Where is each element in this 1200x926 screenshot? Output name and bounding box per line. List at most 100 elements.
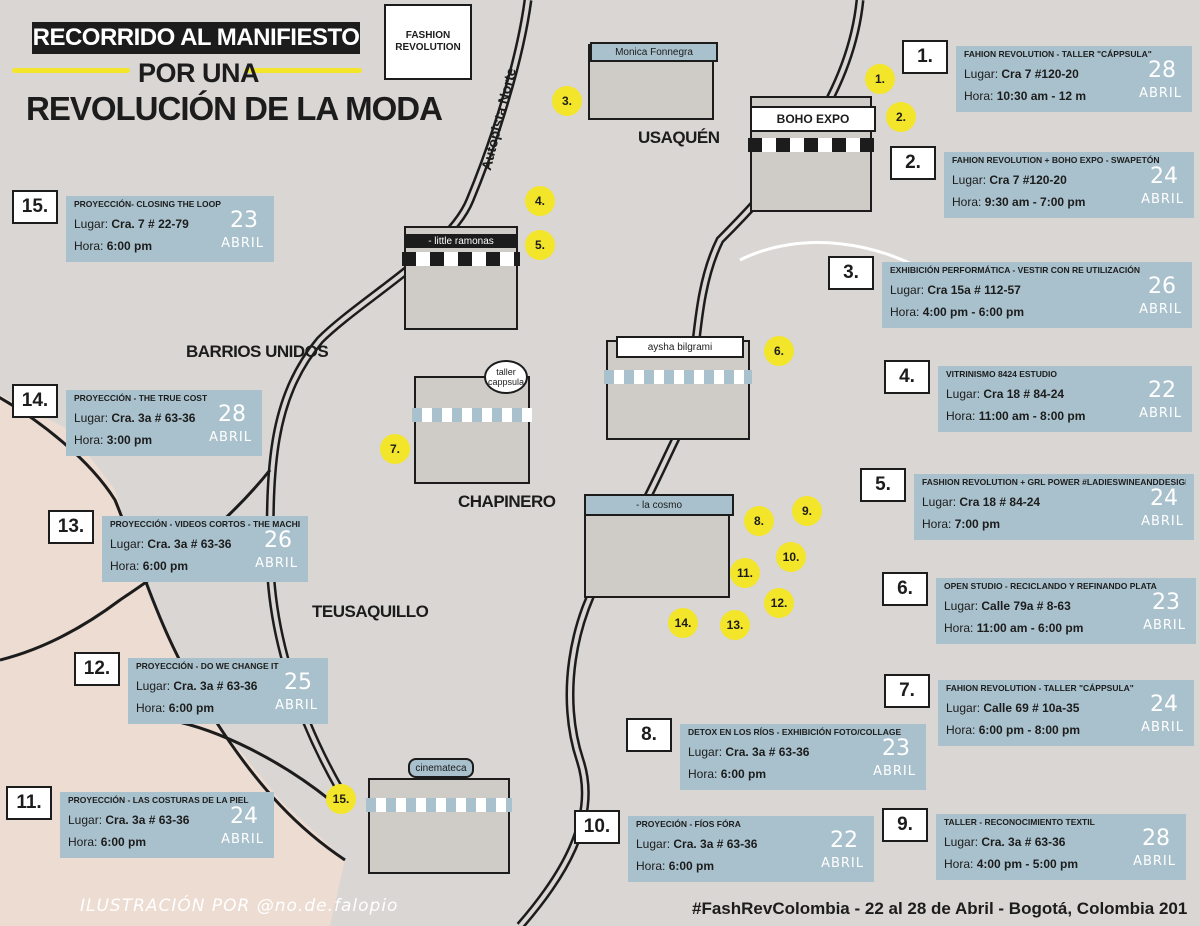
event-month: ABRIL <box>255 556 298 571</box>
district-usaquen: USAQUÉN <box>638 128 720 147</box>
event-time: Hora: 11:00 am - 6:00 pm <box>944 621 1188 635</box>
marker-15: 15. <box>326 784 356 814</box>
event-time: Hora: 4:00 pm - 5:00 pm <box>944 857 1178 871</box>
time-label: Hora: <box>688 767 718 781</box>
event-11: 11. PROYECCIÓN - LAS COSTURAS DE LA PIEL… <box>6 786 456 866</box>
event-place: Lugar: Cra 18 # 84-24 <box>922 495 1186 509</box>
shop-sign-cinemateca: cinemateca <box>408 758 474 778</box>
place-value: Cra. 3a # 63-36 <box>105 813 190 827</box>
time-label: Hora: <box>964 89 994 103</box>
event-day: 25 <box>284 670 312 695</box>
place-label: Lugar: <box>944 599 979 613</box>
event-time: Hora: 6:00 pm <box>74 239 266 253</box>
event-month: ABRIL <box>873 764 916 779</box>
place-label: Lugar: <box>944 835 979 849</box>
time-value: 6:00 pm <box>106 239 153 253</box>
marker-14: 14. <box>668 608 698 638</box>
time-value: 6:00 pm <box>668 859 715 873</box>
ramonas-awning <box>402 252 520 266</box>
event-12: 12. PROYECCIÓN - DO WE CHANGE IT Lugar: … <box>74 652 524 732</box>
marker-7: 7. <box>380 434 410 464</box>
event-name: PROYECCIÓN - LAS COSTURAS DE LA PIEL <box>68 795 249 805</box>
place-value: Cra 7 #120-20 <box>989 173 1067 187</box>
place-value: Cra. 3a # 63-36 <box>981 835 1066 849</box>
road-autopista-inner <box>267 0 530 791</box>
marker-13: 13. <box>720 610 750 640</box>
event-card: OPEN STUDIO - RECICLANDO Y REFINANDO PLA… <box>936 578 1196 644</box>
event-name: TALLER - RECONOCIMIENTO TEXTIL <box>944 817 1095 827</box>
event-place: Lugar: Cra. 3a # 63-36 <box>688 745 918 759</box>
event-place: Lugar: Cra. 3a # 63-36 <box>68 813 266 827</box>
marker-2: 2. <box>886 102 916 132</box>
event-day: 24 <box>230 804 258 829</box>
event-place: Lugar: Cra. 3a # 63-36 <box>136 679 320 693</box>
event-day: 28 <box>1148 58 1176 83</box>
event-card: PROYECCIÓN - LAS COSTURAS DE LA PIEL Lug… <box>60 792 274 858</box>
title-line-1: RECORRIDO AL MANIFIESTO <box>32 22 360 54</box>
event-name: FAHION REVOLUTION - TALLER "CÁPPSULA" <box>946 683 1134 693</box>
footer-hashtag: #FashRevColombia - 22 al 28 de Abril - B… <box>692 899 1188 918</box>
event-9: 9. TALLER - RECONOCIMIENTO TEXTIL Lugar:… <box>882 808 1200 888</box>
marker-11: 11. <box>730 558 760 588</box>
place-label: Lugar: <box>922 495 957 509</box>
shop-sign-ramonas: - little ramonas <box>404 234 518 248</box>
event-name: PROYECCIÓN - DO WE CHANGE IT <box>136 661 279 671</box>
event-number: 11. <box>6 786 52 820</box>
place-label: Lugar: <box>952 173 987 187</box>
event-10: 10. PROYECIÓN - FÍOS FÓRA Lugar: Cra. 3a… <box>574 810 1024 890</box>
place-value: Cra 7 #120-20 <box>1001 67 1079 81</box>
event-6: 6. OPEN STUDIO - RECICLANDO Y REFINANDO … <box>882 572 1200 652</box>
event-time: Hora: 6:00 pm <box>688 767 918 781</box>
illustration-credit: ILUSTRACIÓN POR @no.de.falopio <box>80 896 399 916</box>
event-time: Hora: 9:30 am - 7:00 pm <box>952 195 1186 209</box>
aysha-awning <box>604 370 752 384</box>
event-card: PROYECCIÓN - THE TRUE COST Lugar: Cra. 3… <box>66 390 262 456</box>
time-label: Hora: <box>922 517 952 531</box>
time-label: Hora: <box>944 621 974 635</box>
event-month: ABRIL <box>221 832 264 847</box>
event-card: TALLER - RECONOCIMIENTO TEXTIL Lugar: Cr… <box>936 814 1186 880</box>
event-name: EXHIBICIÓN PERFORMÁTICA - VESTIR CON RE … <box>890 265 1140 275</box>
time-value: 4:00 pm - 6:00 pm <box>922 305 1025 319</box>
event-place: Lugar: Calle 69 # 10a-35 <box>946 701 1186 715</box>
event-number: 8. <box>626 718 672 752</box>
event-day: 28 <box>1142 826 1170 851</box>
time-label: Hora: <box>946 409 976 423</box>
event-time: Hora: 7:00 pm <box>922 517 1186 531</box>
place-value: Cra 18 # 84-24 <box>959 495 1041 509</box>
event-month: ABRIL <box>1139 406 1182 421</box>
place-label: Lugar: <box>68 813 103 827</box>
place-value: Calle 69 # 10a-35 <box>983 701 1080 715</box>
event-time: Hora: 10:30 am - 12 m <box>964 89 1184 103</box>
place-value: Calle 79a # 8-63 <box>981 599 1071 613</box>
event-day: 24 <box>1150 692 1178 717</box>
logo-line-2: REVOLUTION <box>395 42 461 53</box>
time-label: Hora: <box>74 239 104 253</box>
event-card: PROYECCIÓN- CLOSING THE LOOP Lugar: Cra.… <box>66 196 274 262</box>
event-place: Lugar: Cra. 3a # 63-36 <box>74 411 254 425</box>
event-time: Hora: 6:00 pm <box>110 559 300 573</box>
event-14: 14. PROYECCIÓN - THE TRUE COST Lugar: Cr… <box>12 384 462 464</box>
marker-8: 8. <box>744 506 774 536</box>
event-month: ABRIL <box>1139 302 1182 317</box>
event-day: 23 <box>230 208 258 233</box>
time-value: 11:00 am - 8:00 pm <box>978 409 1086 423</box>
time-value: 3:00 pm <box>106 433 153 447</box>
time-label: Hora: <box>890 305 920 319</box>
time-value: 4:00 pm - 5:00 pm <box>976 857 1079 871</box>
time-label: Hora: <box>74 433 104 447</box>
place-label: Lugar: <box>890 283 925 297</box>
event-day: 26 <box>264 528 292 553</box>
event-month: ABRIL <box>821 856 864 871</box>
event-name: OPEN STUDIO - RECICLANDO Y REFINANDO PLA… <box>944 581 1157 591</box>
event-13: 13. PROYECCIÓN - VIDEOS CORTOS - THE MAC… <box>48 510 498 590</box>
event-number: 5. <box>860 468 906 502</box>
event-month: ABRIL <box>275 698 318 713</box>
place-value: Cra 15a # 112-57 <box>927 283 1021 297</box>
title-line-2: POR UNA <box>138 58 260 88</box>
event-time: Hora: 4:00 pm - 6:00 pm <box>890 305 1184 319</box>
event-number: 4. <box>884 360 930 394</box>
event-day: 26 <box>1148 274 1176 299</box>
time-value: 9:30 am - 7:00 pm <box>984 195 1086 209</box>
event-time: Hora: 6:00 pm <box>636 859 866 873</box>
